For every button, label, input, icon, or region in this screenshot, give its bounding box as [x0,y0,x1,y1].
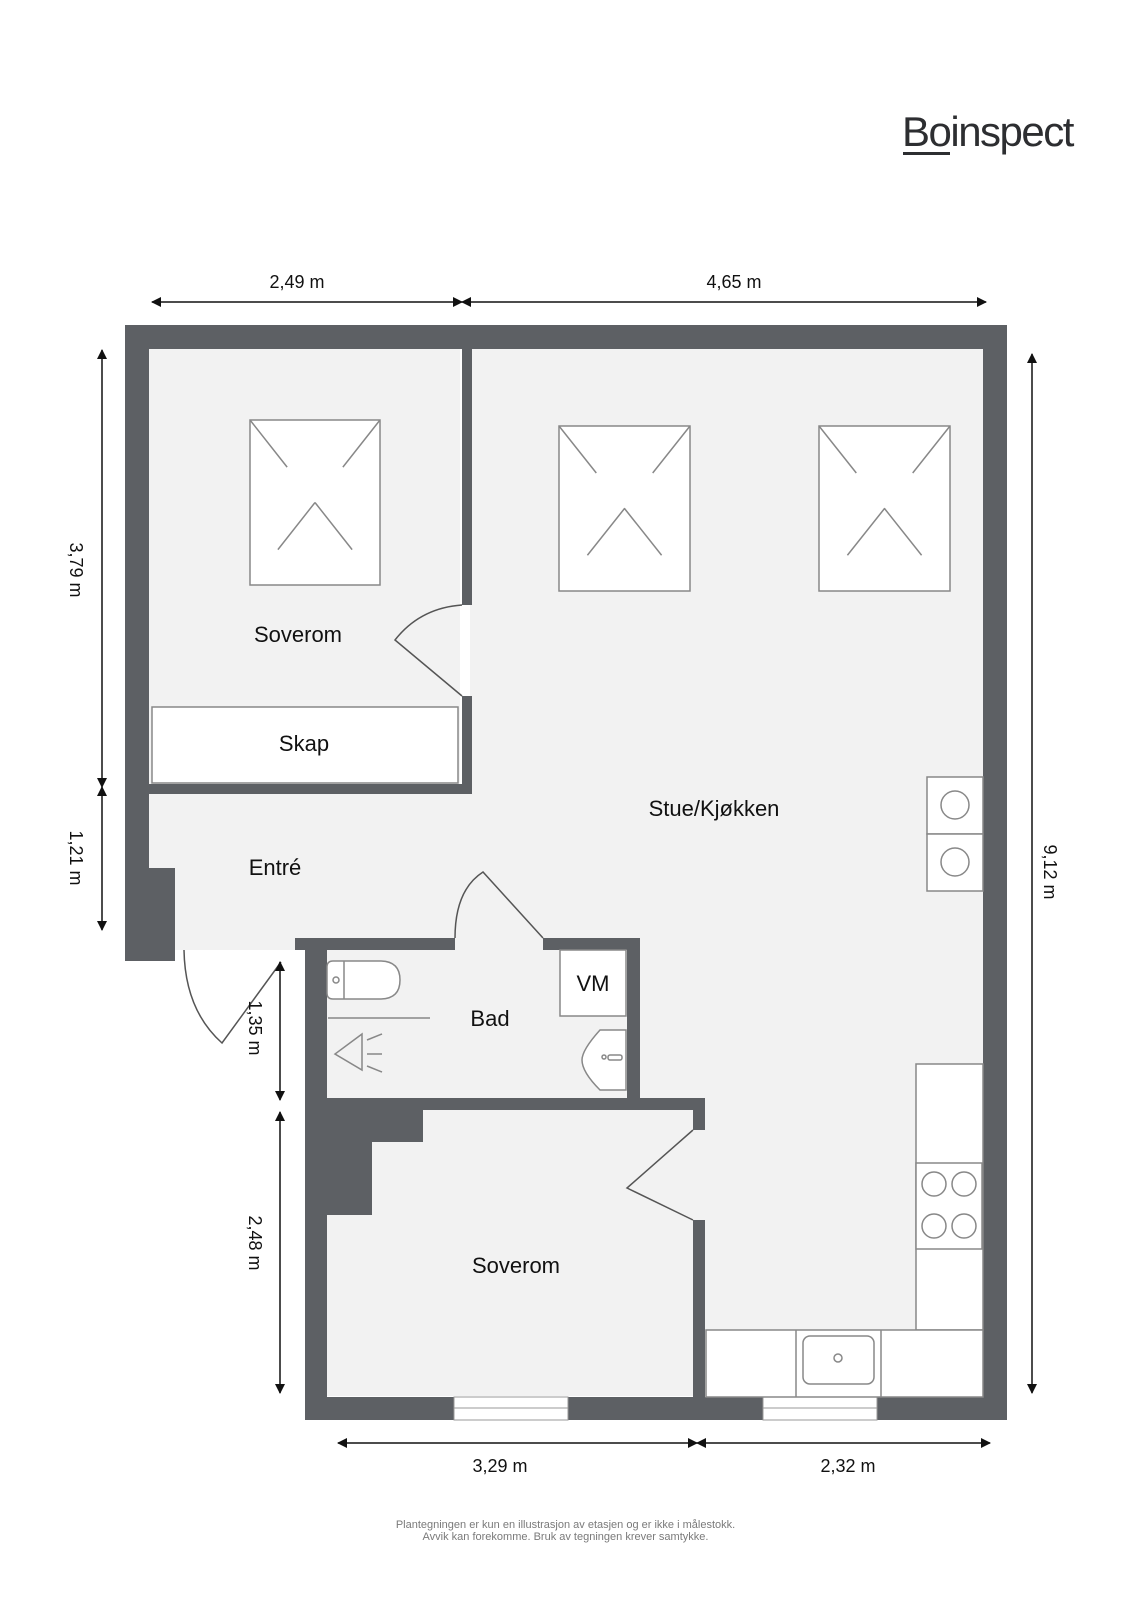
room-label-entre: Entré [249,855,302,880]
skylight-icon [558,425,691,592]
shower-icon [328,1017,430,1073]
door-icon [393,604,463,697]
dimension-label: 2,48 m [245,1215,265,1270]
room-label-skap: Skap [279,731,329,756]
walls [125,325,1007,1420]
skylight-icon [818,425,951,592]
footer-disclaimer-line1: Plantegningen er kun en illustrasjon av … [395,1519,736,1531]
room-label-soverom-top: Soverom [254,622,342,647]
dimension-label: 1,35 m [245,1000,265,1055]
skylight-icon [249,419,381,586]
appliance-icon [926,776,984,892]
entry-door-icon [183,949,282,1045]
washing-machine [559,949,627,1017]
closet [151,706,459,784]
room-label-bad: Bad [470,1006,509,1031]
sink-icon [581,1029,627,1091]
footer-disclaimer-line2: Avvik kan forekomme. Bruk av tegningen k… [422,1531,709,1543]
dimension-label: 1,21 m [66,830,86,885]
dimension-label: 9,12 m [1040,844,1060,899]
door-icon [454,871,544,939]
door-icon [625,1129,694,1221]
room-label-stue-kjokken: Stue/Kjøkken [649,796,780,821]
dimension-label: 3,79 m [66,542,86,597]
dimension-label: 2,32 m [820,1456,875,1476]
windows [453,1396,878,1421]
dimension-label: 2,49 m [269,272,324,292]
room-label-soverom-bottom: Soverom [472,1253,560,1278]
dimension-label: 4,65 m [706,272,761,292]
brand-logo: Boinspect [902,108,1074,155]
room-label-vm: VM [577,971,610,996]
toilet-icon [326,960,401,1000]
dimension-lines [97,297,1037,1448]
logo-underline [903,152,950,155]
stove-icon [915,1162,983,1250]
kitchen-counter [705,1063,984,1398]
dimension-label: 3,29 m [472,1456,527,1476]
